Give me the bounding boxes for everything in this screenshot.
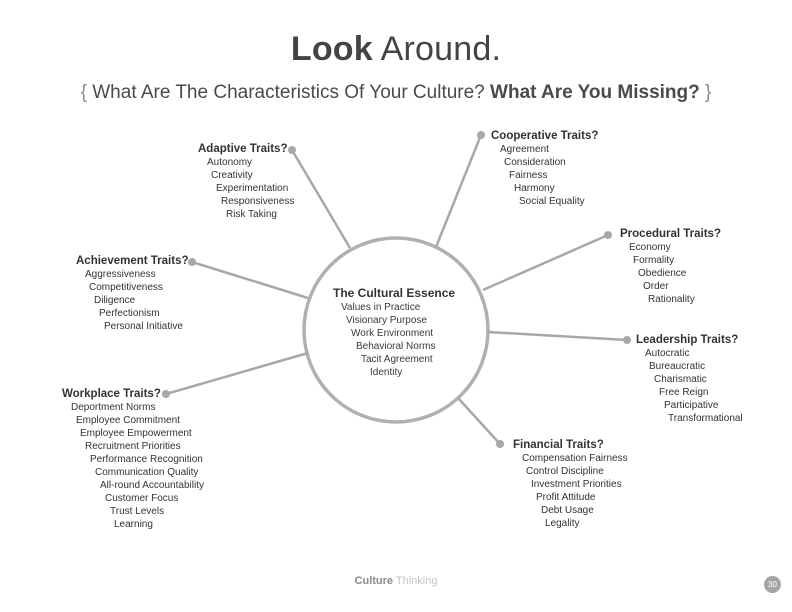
trait-item: Investment Priorities bbox=[531, 479, 622, 490]
trait-item: Bureaucratic bbox=[649, 361, 706, 372]
trait-item: Risk Taking bbox=[226, 209, 277, 220]
subtitle-emphasis: What Are You Missing? bbox=[490, 82, 700, 103]
trait-item: Transformational bbox=[668, 413, 743, 424]
trait-item: Charismatic bbox=[654, 374, 707, 385]
footer-brand: Culture Thinking bbox=[0, 575, 792, 587]
trait-item: Legality bbox=[545, 518, 580, 529]
trait-item: Personal Initiative bbox=[104, 321, 183, 332]
trait-item: Autonomy bbox=[207, 157, 253, 168]
trait-item: Deportment Norms bbox=[71, 402, 156, 413]
title-light: Around. bbox=[380, 30, 502, 68]
trait-item: Fairness bbox=[509, 170, 548, 181]
connector-achievement bbox=[191, 260, 309, 300]
trait-item: Performance Recognition bbox=[90, 454, 203, 465]
subtitle-close-brace: } bbox=[705, 82, 712, 103]
trait-item: Agreement bbox=[500, 144, 549, 155]
trait-item: Formality bbox=[633, 255, 675, 266]
trait-item: Obedience bbox=[638, 268, 687, 279]
group-title: Achievement Traits? bbox=[76, 255, 189, 267]
center-title: The Cultural Essence bbox=[333, 286, 456, 300]
financial-traits-group: Financial Traits? Compensation Fairness … bbox=[513, 438, 628, 530]
center-item: Tacit Agreement bbox=[361, 354, 433, 365]
trait-item: Learning bbox=[114, 519, 153, 530]
leadership-traits-group: Leadership Traits? Autocratic Bureaucrat… bbox=[636, 333, 743, 425]
connector-dot-procedural bbox=[604, 231, 612, 239]
connector-dot-achievement bbox=[188, 258, 196, 266]
trait-item: Economy bbox=[629, 242, 671, 253]
connector-procedural bbox=[482, 233, 609, 292]
connector-workplace bbox=[165, 351, 309, 396]
page-subtitle: { What Are The Characteristics Of Your C… bbox=[0, 82, 792, 104]
connector-dot-leadership bbox=[623, 336, 631, 344]
trait-item: Control Discipline bbox=[526, 466, 604, 477]
center-item: Behavioral Norms bbox=[356, 341, 436, 352]
trait-item: Social Equality bbox=[519, 196, 585, 207]
trait-item: Communication Quality bbox=[95, 467, 199, 478]
trait-item: Autocratic bbox=[645, 348, 690, 359]
connector-cooperative bbox=[434, 134, 483, 248]
connector-dot-adaptive bbox=[288, 146, 296, 154]
trait-item: Diligence bbox=[94, 295, 136, 306]
trait-item: Trust Levels bbox=[110, 506, 165, 517]
trait-item: Harmony bbox=[514, 183, 555, 194]
subtitle-question: What Are The Characteristics Of Your Cul… bbox=[92, 82, 485, 103]
center-circle bbox=[302, 236, 490, 424]
center-item: Identity bbox=[370, 367, 403, 378]
achievement-traits-group: Achievement Traits? Aggressiveness Compe… bbox=[76, 254, 188, 333]
trait-item: Employee Commitment bbox=[76, 415, 180, 426]
trait-item: Experimentation bbox=[216, 183, 289, 194]
trait-item: Responsiveness bbox=[221, 196, 295, 207]
trait-item: Rationality bbox=[648, 294, 695, 305]
trait-item: Consideration bbox=[504, 157, 566, 168]
trait-item: Profit Attitude bbox=[536, 492, 596, 503]
group-title: Cooperative Traits? bbox=[491, 130, 599, 142]
trait-item: Free Reign bbox=[659, 387, 709, 398]
footer-brand-bold: Culture bbox=[354, 575, 394, 587]
trait-item: Customer Focus bbox=[105, 493, 179, 504]
trait-item: Recruitment Priorities bbox=[85, 441, 181, 452]
center-item: Work Environment bbox=[351, 328, 434, 339]
procedural-traits-group: Procedural Traits? Economy Formality Obe… bbox=[620, 227, 721, 306]
title-bold: Look bbox=[290, 30, 373, 68]
connector-dot-cooperative bbox=[477, 131, 485, 139]
connector-financial bbox=[457, 397, 501, 445]
subtitle-open-brace: { bbox=[80, 82, 87, 103]
trait-item: All-round Accountability bbox=[100, 480, 204, 491]
trait-item: Perfectionism bbox=[99, 308, 160, 319]
page-title: Look Around. bbox=[0, 30, 792, 69]
group-title: Workplace Traits? bbox=[62, 388, 161, 400]
group-title: Financial Traits? bbox=[513, 439, 604, 451]
workplace-traits-group: Workplace Traits? Deportment Norms Emplo… bbox=[62, 387, 204, 531]
trait-item: Employee Empowerment bbox=[80, 428, 192, 439]
trait-item: Creativity bbox=[211, 170, 253, 181]
connector-dot-workplace bbox=[162, 390, 170, 398]
group-title: Leadership Traits? bbox=[636, 334, 739, 346]
group-title: Adaptive Traits? bbox=[198, 143, 288, 155]
center-essence: The Cultural Essence Values in Practice … bbox=[333, 286, 455, 379]
trait-item: Order bbox=[643, 281, 669, 292]
adaptive-traits-group: Adaptive Traits? Autonomy Creativity Exp… bbox=[198, 142, 294, 221]
cooperative-traits-group: Cooperative Traits? Agreement Considerat… bbox=[491, 129, 598, 208]
group-title: Procedural Traits? bbox=[620, 228, 721, 240]
footer-brand-light: Thinking bbox=[395, 575, 438, 587]
center-item: Values in Practice bbox=[341, 302, 421, 313]
connector-adaptive bbox=[290, 149, 352, 249]
page-number-badge: 30 bbox=[764, 576, 781, 593]
trait-item: Compensation Fairness bbox=[522, 453, 628, 464]
trait-item: Aggressiveness bbox=[85, 269, 156, 280]
trait-item: Competitiveness bbox=[89, 282, 163, 293]
center-item: Visionary Purpose bbox=[346, 315, 427, 326]
connector-leadership bbox=[487, 330, 628, 342]
trait-item: Debt Usage bbox=[541, 505, 594, 516]
trait-item: Participative bbox=[664, 400, 719, 411]
connector-dot-financial bbox=[496, 440, 504, 448]
